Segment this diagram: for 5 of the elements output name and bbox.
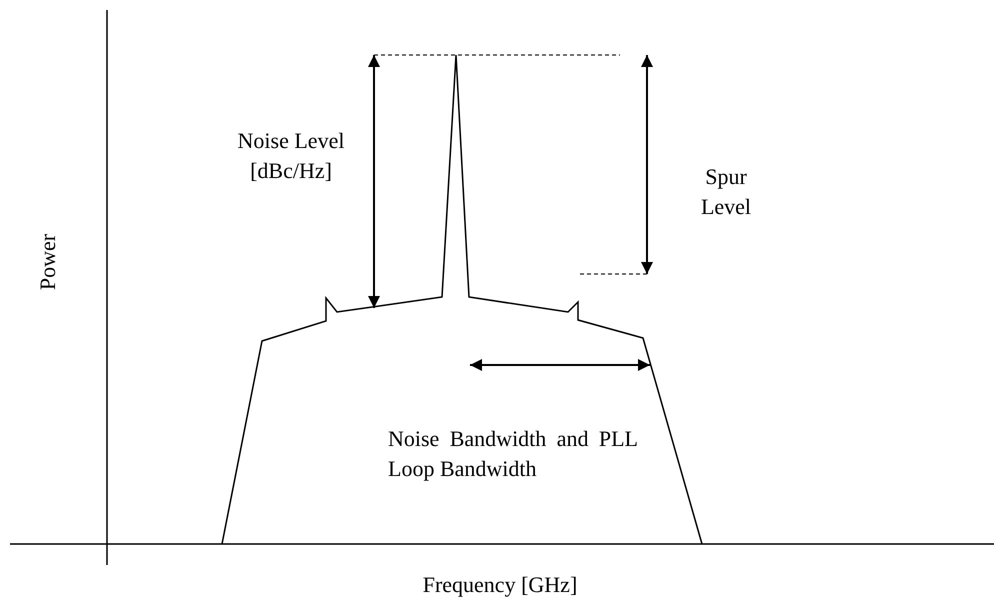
axis-title: Frequency [GHz] xyxy=(422,571,578,599)
measure-label: Noise Bandwidth and PLL Loop Bandwidth xyxy=(388,425,638,483)
axis-title: Power xyxy=(34,232,61,292)
measure-label: Noise Level [dBc/Hz] xyxy=(236,127,346,185)
measure-label: Spur Level xyxy=(700,163,752,221)
